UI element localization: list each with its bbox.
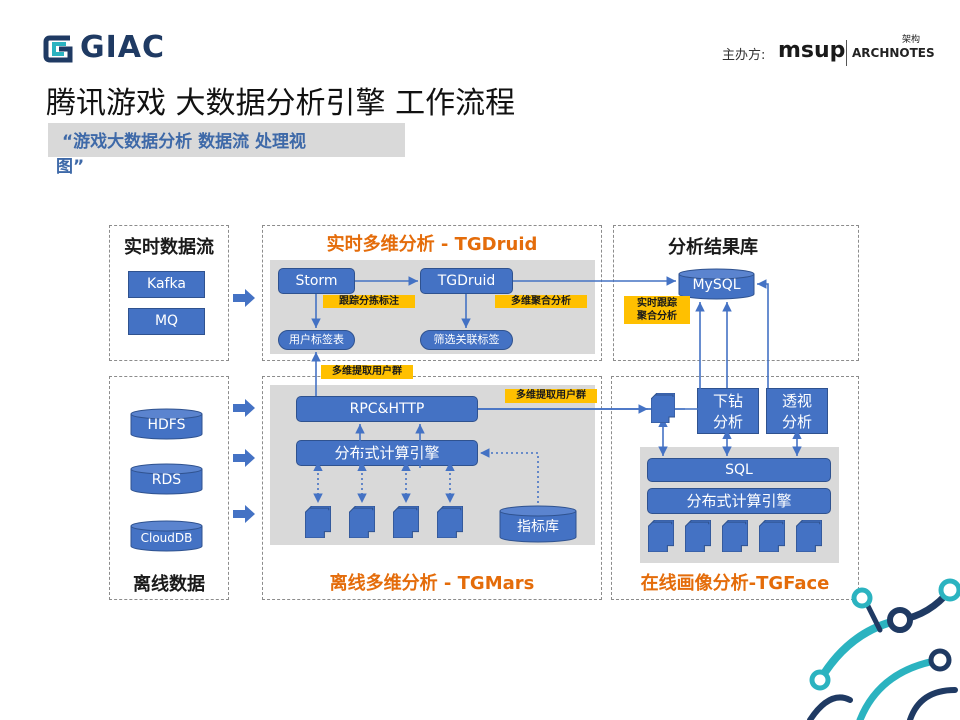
block-arrow (233, 289, 255, 523)
storm-box: Storm (278, 268, 355, 294)
cylinder-icon (499, 505, 577, 543)
sponsor-label: 主办方: (722, 48, 766, 63)
tag-tracking: 跟踪分拣标注 (323, 295, 415, 308)
cylinder-icon (130, 408, 203, 440)
page-title: 腾讯游戏 大数据分析引擎 工作流程 (46, 86, 516, 121)
panel-title-offline: 离线数据 (133, 574, 205, 595)
sponsor-partner-cn: 架构 (902, 35, 921, 45)
mysql-cylinder: MySQL (678, 268, 755, 300)
cylinder-icon (678, 268, 755, 300)
clouddb-label: CloudDB (140, 531, 193, 545)
decorative-network-graphic (807, 578, 960, 720)
tag-extract-users-2: 多维提取用户群 (505, 389, 597, 403)
panel-title-result-db: 分析结果库 (668, 237, 758, 258)
hdfs-label: HDFS (147, 417, 186, 433)
tag-realtime-text: 实时跟踪 聚合分析 (637, 298, 677, 322)
panel-title-tgdruid: 实时多维分析 - TGDruid (326, 234, 538, 255)
rds-cylinder: RDS (130, 463, 203, 495)
cylinder-icon (130, 520, 203, 552)
rds-label: RDS (151, 472, 182, 488)
panel-title-tgface: 在线画像分析-TGFace (640, 573, 830, 594)
tgdruid-box: TGDruid (420, 268, 513, 294)
tag-realtime: 实时跟踪 聚合分析 (624, 296, 690, 324)
pivot-box: 透视 分析 (766, 388, 828, 434)
giac-logo: GIAC (42, 30, 166, 66)
panel-title-tgmars: 离线多维分析 - TGMars (329, 573, 535, 594)
subtitle-line1: “游戏大数据分析 数据流 处理视 (62, 132, 307, 152)
mysql-label: MySQL (692, 277, 741, 293)
sponsor-divider (846, 40, 847, 66)
sponsor-brand: msup (778, 38, 846, 63)
drill-box: 下钻 分析 (697, 388, 759, 434)
sql-box: SQL (647, 458, 831, 482)
pivot-label: 透视 分析 (781, 392, 812, 431)
cylinder-icon (130, 463, 203, 495)
hdfs-cylinder: HDFS (130, 408, 203, 440)
tag-agg: 多维聚合分析 (495, 295, 587, 308)
metric-db-cylinder: 指标库 (499, 505, 577, 543)
clouddb-cylinder: CloudDB (130, 520, 203, 552)
kafka-box: Kafka (128, 271, 205, 298)
giac-logo-icon (43, 35, 73, 63)
face-engine-box: 分布式计算引擎 (647, 488, 831, 514)
subtitle-line2: 图” (56, 157, 85, 177)
logo-text: GIAC (80, 30, 166, 65)
rpc-http-box: RPC&HTTP (296, 396, 478, 422)
drill-label: 下钻 分析 (712, 392, 743, 431)
tag-extract-users-1: 多维提取用户群 (321, 365, 413, 379)
sponsor-partner: ARCHNOTES (852, 46, 935, 60)
user-tag-table: 用户标签表 (278, 330, 355, 350)
mq-box: MQ (128, 308, 205, 335)
metric-db-label: 指标库 (517, 519, 559, 535)
compute-engine-box: 分布式计算引擎 (296, 440, 478, 466)
panel-title-realtime-stream: 实时数据流 (124, 237, 214, 258)
subtitle-box (48, 123, 405, 157)
filter-tag: 筛选关联标签 (420, 330, 513, 350)
